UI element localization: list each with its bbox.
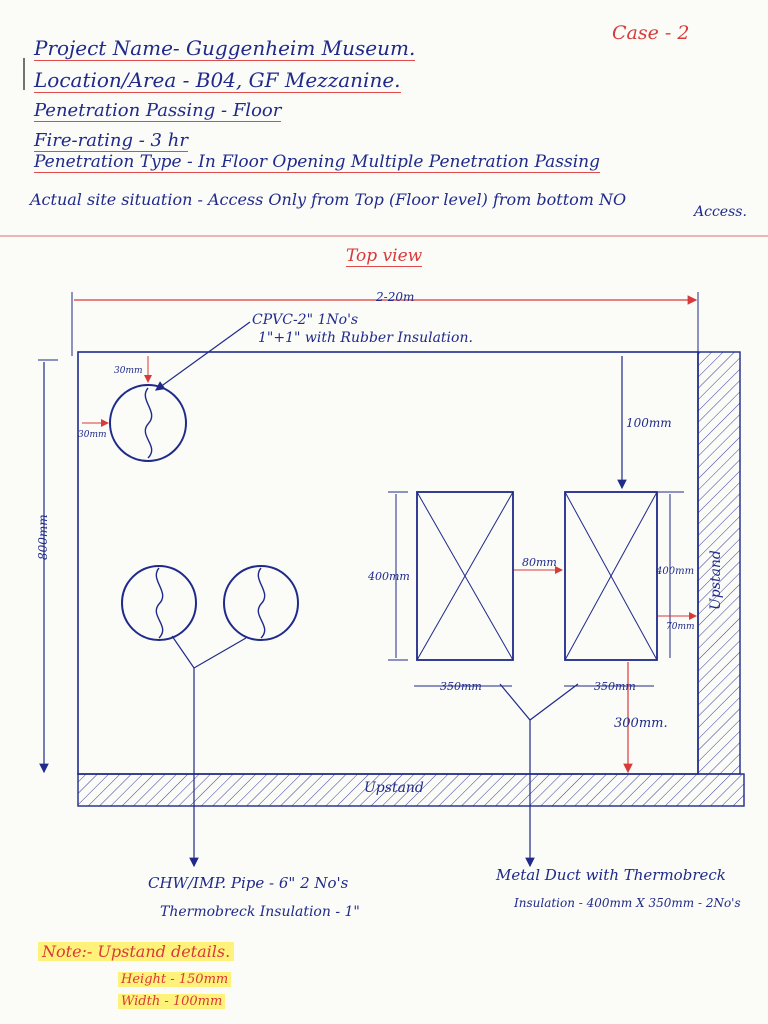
chw-pipe-2: [223, 565, 299, 641]
penetration-passing: Penetration Passing - Floor: [34, 100, 282, 122]
note-title: Note:- Upstand details.: [38, 942, 235, 961]
dim-400-right: 400mm: [656, 566, 695, 577]
project-name: Project Name- Guggenheim Museum.: [34, 36, 416, 61]
upstand-bottom: [77, 773, 745, 807]
dim-100: 100mm: [626, 416, 672, 430]
upstand-right: [697, 351, 741, 775]
dim-350-left: 350mm: [440, 680, 482, 693]
fire-rating: Fire-rating - 3 hr: [34, 130, 188, 152]
dim-300: 300mm.: [614, 716, 668, 731]
floor-opening: [77, 351, 699, 775]
cpvc-leader: [155, 321, 251, 391]
chw-label-line2: Thermobreck Insulation - 1": [160, 904, 360, 920]
duct-label-line1: Metal Duct with Thermobreck: [496, 866, 726, 884]
note-height: Height - 150mm: [118, 972, 232, 987]
dim-30-top: 30mm: [114, 366, 143, 376]
metal-duct-1: [416, 491, 514, 661]
diagram-title: Top view: [346, 246, 423, 267]
penetration-type: Penetration Type - In Floor Opening Mult…: [34, 152, 600, 173]
cpvc-label-line2: 1"+1" with Rubber Insulation.: [258, 330, 473, 346]
chw-pipe-1: [121, 565, 197, 641]
upstand-bottom-label: Upstand: [364, 780, 424, 796]
dim-70: 70mm: [666, 622, 695, 632]
upstand-right-label: Upstand: [708, 550, 724, 610]
cpvc-label-line1: CPVC-2" 1No's: [252, 312, 359, 328]
dim-80: 80mm: [522, 556, 557, 569]
metal-duct-2: [564, 491, 658, 661]
site-situation: Actual site situation - Access Only from…: [30, 190, 627, 209]
height-dimension-label: 800mm: [36, 514, 50, 560]
note-width: Width - 100mm: [118, 994, 226, 1009]
chw-label-line1: CHW/IMP. Pipe - 6" 2 No's: [148, 874, 349, 892]
width-dimension-label: 2-20m: [376, 290, 415, 304]
dim-30-left: 30mm: [78, 430, 107, 440]
location-area: Location/Area - B04, GF Mezzanine.: [34, 68, 401, 93]
dim-400-left: 400mm: [368, 570, 410, 583]
site-situation-continued: Access.: [694, 204, 747, 220]
cpvc-pipe: [109, 384, 187, 462]
duct-label-line2: Insulation - 400mm X 350mm - 2No's: [514, 896, 741, 910]
dim-350-right: 350mm: [594, 680, 636, 693]
case-number: Case - 2: [612, 22, 690, 44]
